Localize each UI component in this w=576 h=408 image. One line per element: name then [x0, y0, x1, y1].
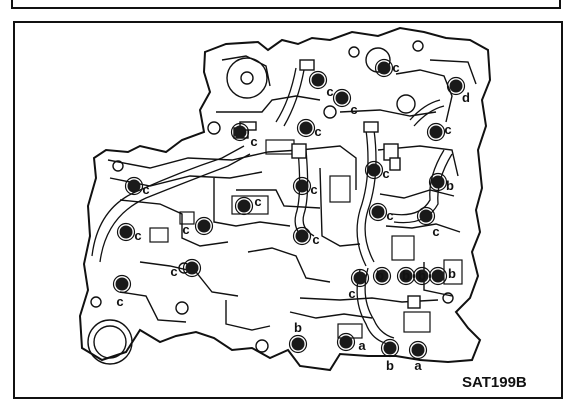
bolt-washer — [288, 334, 308, 354]
bolt-washer — [416, 206, 436, 226]
bolt-head-c — [115, 277, 129, 291]
bolt-head-c — [185, 261, 199, 275]
bolt-washer — [292, 176, 312, 196]
bolt-label-b: b — [418, 268, 426, 283]
valve-housings — [87, 40, 454, 365]
bolt-label-c: c — [142, 182, 149, 197]
bolt-head-c — [233, 125, 247, 139]
bolt-label-c: c — [310, 182, 317, 197]
solenoid-connectors — [233, 59, 421, 309]
bolt-washer — [350, 268, 370, 288]
bolt-washer — [112, 274, 132, 294]
bolt-washer — [412, 266, 432, 286]
bolt-head-c — [311, 73, 325, 87]
bolt-washer — [182, 258, 202, 278]
bolt-label-c: c — [432, 224, 439, 239]
bolt-head-c — [295, 229, 309, 243]
bolt-label-c: c — [386, 208, 393, 223]
bolt-label-c: c — [350, 102, 357, 117]
bolt-label-c: c — [254, 194, 261, 209]
bolt-head-c — [295, 179, 309, 193]
bolt-head-c — [119, 225, 133, 239]
bolt-label-c: c — [312, 232, 319, 247]
bolt-head-c — [367, 163, 381, 177]
bolt-label-d: d — [462, 90, 470, 105]
bolt-label-b: b — [402, 268, 410, 283]
bolt-washer — [428, 172, 448, 192]
bolt-head-b — [415, 269, 429, 283]
bolt-head-c — [377, 61, 391, 75]
top-border-fragment — [11, 0, 561, 9]
bolt-washer — [336, 332, 356, 352]
bolt-head-a — [339, 335, 353, 349]
bolt-label-b: b — [446, 178, 454, 193]
bolt-head-c — [353, 271, 367, 285]
bolt-head-d — [449, 79, 463, 93]
bolt-label-c: c — [348, 286, 355, 301]
bolt-label-c: c — [134, 228, 141, 243]
bolt-head-c — [127, 179, 141, 193]
bolt-washer — [368, 202, 388, 222]
valve-body-outline — [78, 26, 492, 372]
bolt-head-c — [299, 121, 313, 135]
bolt-label-c: c — [444, 122, 451, 137]
bolt-label-c: c — [170, 264, 177, 279]
bolt-head-c — [371, 205, 385, 219]
bolt-washer — [408, 340, 428, 360]
valve-body-channels — [107, 55, 477, 331]
bolt-washer — [332, 88, 352, 108]
bolt-head-c — [237, 199, 251, 213]
bolt-head-b — [431, 175, 445, 189]
bolt-washer — [234, 196, 254, 216]
bolt-head-b — [431, 269, 445, 283]
reference-code: SAT199B — [462, 374, 527, 391]
bolt-head-c — [429, 125, 443, 139]
bolt-label-a: a — [414, 358, 422, 373]
bolt-washer — [308, 70, 328, 90]
figure-frame — [13, 21, 563, 399]
bolt-head-b — [375, 269, 389, 283]
bolt-washer — [380, 338, 400, 358]
bolt-washer — [364, 160, 384, 180]
bolt-head-c — [419, 209, 433, 223]
bolt-washer — [116, 222, 136, 242]
bolt-label-b: b — [386, 358, 394, 373]
bolt-label-c: c — [116, 294, 123, 309]
bolt-head-b — [291, 337, 305, 351]
bolt-label-a: a — [358, 338, 366, 353]
bolt-head-b — [399, 269, 413, 283]
bolt-head-a — [411, 343, 425, 357]
bolt-washer — [428, 266, 448, 286]
bolt-label-c: c — [326, 84, 333, 99]
bolt-label-b: b — [294, 320, 302, 335]
bolt-label-c: c — [314, 124, 321, 139]
bolt-head-c — [335, 91, 349, 105]
bolt-label-c: c — [182, 222, 189, 237]
bolt-label-b: b — [376, 268, 384, 283]
bolt-washer — [396, 266, 416, 286]
bolt-washer — [296, 118, 316, 138]
bolt-label-c: c — [392, 60, 399, 75]
bolt-washer — [124, 176, 144, 196]
bolt-washer — [372, 266, 392, 286]
bolt-label-b: b — [448, 266, 456, 281]
bolt-head-c — [197, 219, 211, 233]
bolt-washer — [194, 216, 214, 236]
bolt-label-c: c — [382, 166, 389, 181]
bolt-washer — [446, 76, 466, 96]
bolt-label-c: c — [250, 134, 257, 149]
bolt-washer — [292, 226, 312, 246]
bolt-washer — [374, 58, 394, 78]
bolt-head-b — [383, 341, 397, 355]
bolt-washer — [426, 122, 446, 142]
bolt-washer — [230, 122, 250, 142]
